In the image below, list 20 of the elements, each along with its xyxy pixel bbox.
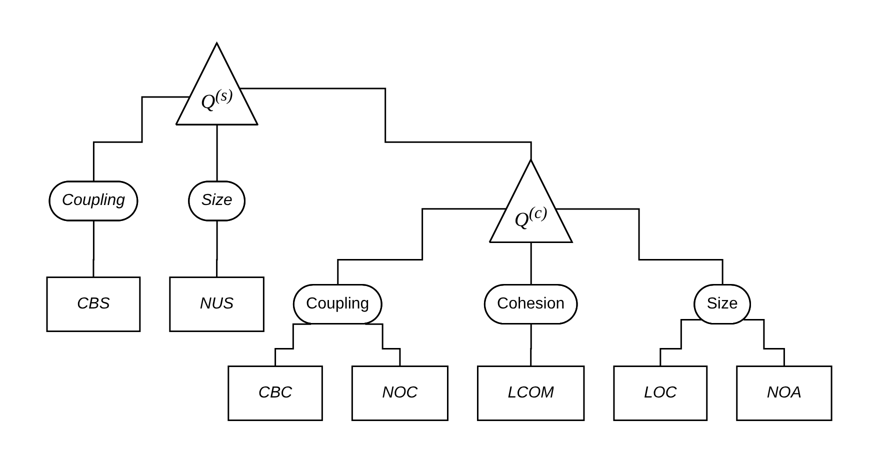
node-box: LCOM <box>477 366 585 422</box>
connector <box>365 324 401 368</box>
connector <box>744 319 786 368</box>
connector <box>240 88 532 162</box>
connector <box>530 324 532 368</box>
node-box: CBC <box>228 366 324 422</box>
connector <box>216 124 218 184</box>
node-box: NOA <box>736 366 832 422</box>
connector <box>337 208 508 286</box>
connector <box>530 242 532 286</box>
connector <box>93 96 191 184</box>
connector <box>556 208 724 286</box>
connector <box>274 324 312 368</box>
node-box: NOC <box>352 366 449 422</box>
connector <box>660 319 702 368</box>
node-box: LOC <box>613 366 708 422</box>
connector <box>216 220 218 278</box>
connector <box>92 220 95 278</box>
node-box: CBS <box>46 276 141 332</box>
node-box: NUS <box>169 276 265 332</box>
